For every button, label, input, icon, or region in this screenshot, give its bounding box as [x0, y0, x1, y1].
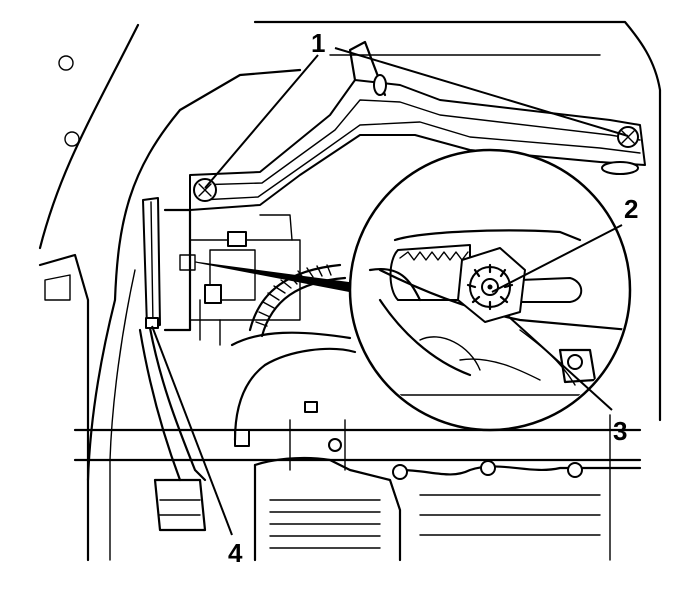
support-bracket[interactable]	[189, 40, 646, 211]
callout-2: 2	[624, 194, 638, 224]
locking-tool[interactable]	[138, 197, 207, 482]
callout-leaders	[151, 47, 629, 536]
callout-3: 3	[613, 416, 627, 446]
detail-magnifier	[348, 148, 632, 432]
callout-1: 1	[311, 28, 325, 58]
body-outline	[38, 20, 662, 562]
engine-block	[73, 331, 642, 562]
callout-4: 4	[228, 538, 243, 568]
